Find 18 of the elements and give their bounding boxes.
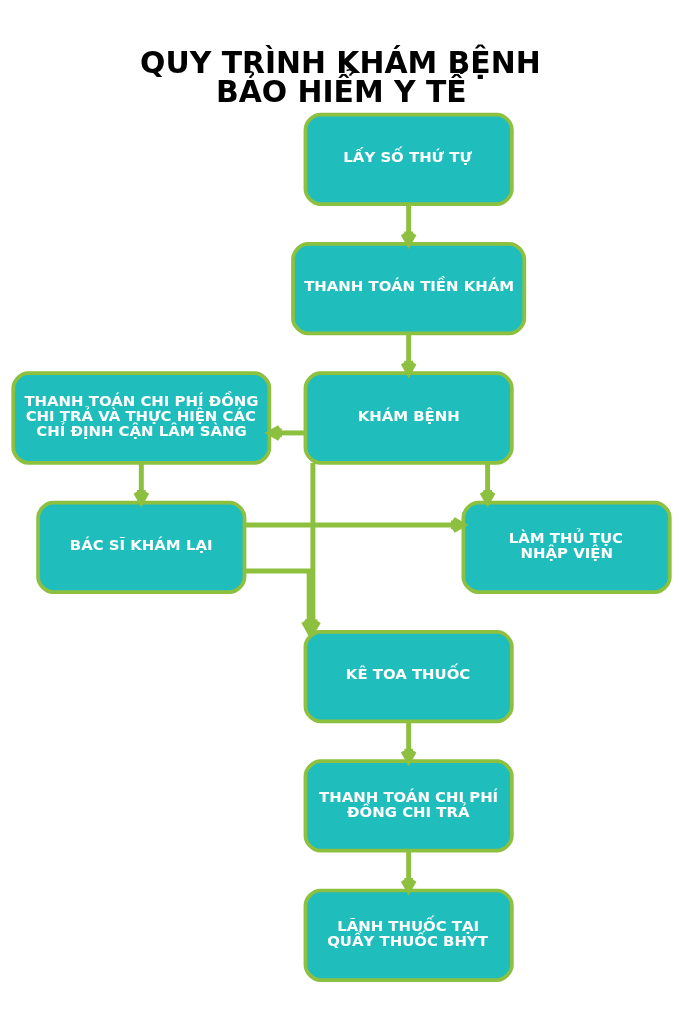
arrow bbox=[400, 203, 417, 246]
node-box: LẤY SỐ THỨ TỰ bbox=[303, 112, 514, 206]
node-box: BÁC SĨ KHÁM LẠI bbox=[36, 500, 247, 594]
diagram-title: QUY TRÌNH KHÁM BỆNH BẢO HIỂM Y TẾ bbox=[140, 44, 541, 109]
arrow bbox=[133, 462, 150, 505]
arrow bbox=[266, 424, 306, 441]
arrow bbox=[400, 721, 417, 764]
arrow bbox=[400, 850, 417, 893]
arrow bbox=[244, 516, 466, 533]
arrow bbox=[400, 333, 417, 376]
node-box: THANH TOÁN CHI PHÍ ĐỒNG CHI TRẢ bbox=[303, 758, 514, 853]
node-box: THANH TOÁN CHI PHÍ ĐỒNG CHI TRẢ VÀ THỰC HIỆN CÁC CHỈ ĐỊNH CẬN LÂM SÀNG bbox=[11, 370, 272, 465]
node-box: KHÁM BỆNH bbox=[303, 370, 514, 465]
node-box: THANH TOÁN TIỀN KHÁM bbox=[291, 241, 527, 335]
arrow bbox=[479, 462, 496, 505]
node-box: LÀM THỦ TỤC NHẬP VIỆN bbox=[461, 500, 672, 594]
node-box: KÊ TOA THUỐC bbox=[303, 629, 514, 723]
node-box: LÃNH THUỐC TẠI QUẦY THUỐC BHYT bbox=[303, 888, 514, 982]
